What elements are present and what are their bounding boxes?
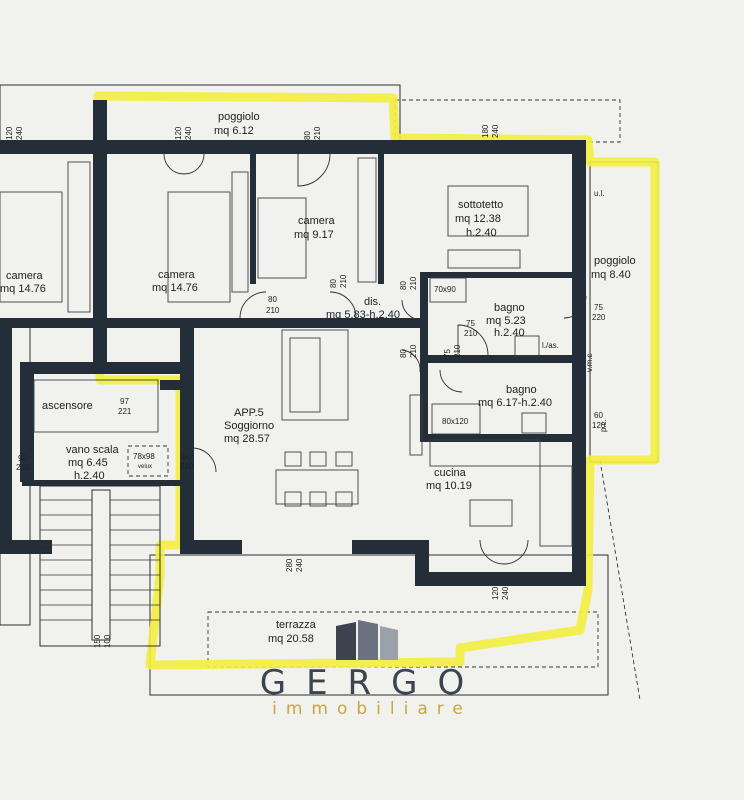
camera-mid-area: mq 14.76 — [152, 282, 198, 294]
sottotetto-height: h.2.40 — [466, 227, 497, 239]
door-swings — [163, 153, 587, 565]
dim-10: 97 — [120, 397, 129, 406]
dim-15b: 120 — [592, 421, 606, 430]
dim-11b: 210 — [409, 344, 418, 358]
dim-12b: 210 — [16, 463, 30, 472]
vano-scala-area: mq 6.45 — [68, 457, 108, 469]
vano-scala-height: h.2.40 — [74, 470, 105, 482]
camera-small-name: camera — [298, 215, 336, 227]
gergo-logo: GERGO immobiliare — [260, 620, 485, 719]
vano-scala-name: vano scala — [66, 444, 119, 456]
dim-1: 120 — [5, 126, 14, 140]
dim-5: 80 — [268, 295, 277, 304]
dim-14: 75 — [443, 349, 452, 358]
dim-4: 180 — [481, 124, 490, 138]
dim-8: 75 — [466, 319, 475, 328]
dim-18: 150 — [93, 634, 102, 648]
dim-15: 60 — [594, 411, 603, 420]
ascensore-name: ascensore — [42, 400, 93, 412]
ul-label: u.l. — [594, 189, 605, 198]
dim-3: 80 — [303, 131, 312, 140]
dim-18b: 100 — [103, 634, 112, 648]
velux-size: 78x98 — [133, 452, 155, 461]
poggiolo-right-name: poggiolo — [594, 255, 636, 267]
room-labels: poggiolo mq 6.12 camera mq 14.76 camera … — [0, 111, 636, 645]
bagno2-area: mq 6.17-h.2.40 — [478, 397, 552, 409]
poggiolo-top-name: poggiolo — [218, 111, 260, 123]
dis-area: mq 5.83-h.2.40 — [326, 309, 400, 321]
dis-name: dis. — [364, 296, 381, 308]
dim-17: 120 — [491, 586, 500, 600]
bagno1-area: mq 5.23 — [486, 315, 526, 327]
soggiorno-area: mq 28.57 — [224, 433, 270, 445]
soggiorno-line2: Soggiorno — [224, 420, 274, 432]
cucina-name: cucina — [434, 467, 467, 479]
dim-3b: 210 — [313, 126, 322, 140]
dim-4b: 240 — [491, 124, 500, 138]
dim-13: 90 — [182, 453, 191, 462]
dim-12: 90 — [18, 454, 27, 463]
cucina-area: mq 10.19 — [426, 480, 472, 492]
dim-7b: 210 — [409, 276, 418, 290]
poggiolo-top-area: mq 6.12 — [214, 125, 254, 137]
dim-16: 280 — [285, 558, 294, 572]
sottotetto-name: sottotetto — [458, 199, 503, 211]
dim-11: 80 — [399, 349, 408, 358]
shower-80x120: 80x120 — [442, 417, 469, 426]
pc-label: p.c. — [599, 419, 608, 432]
dim-1b: 240 — [15, 126, 24, 140]
sottotetto-area: mq 12.38 — [455, 213, 501, 225]
camera-left-name: camera — [6, 270, 44, 282]
dim-2b: 240 — [184, 126, 193, 140]
bagno1-height: h.2.40 — [494, 327, 525, 339]
walls — [0, 100, 586, 586]
shower-70x90: 70x90 — [434, 285, 456, 294]
dim-9b: 220 — [592, 313, 606, 322]
dim-17b: 240 — [501, 586, 510, 600]
logo-building-icon — [336, 620, 398, 660]
terrazza-name: terrazza — [276, 619, 317, 631]
dim-13b: 210 — [180, 462, 194, 471]
velux-label: velux — [138, 464, 152, 470]
logo-tagline: immobiliare — [272, 699, 472, 719]
camera-mid-name: camera — [158, 269, 196, 281]
staircase — [39, 485, 161, 647]
dim-7: 80 — [399, 281, 408, 290]
dim-6b: 210 — [339, 274, 348, 288]
dim-9: 75 — [594, 303, 603, 312]
terrazza-area: mq 20.58 — [268, 633, 314, 645]
dimension-labels: 120 240 120 240 80 210 180 240 80 210 80… — [5, 124, 606, 648]
furniture — [0, 157, 573, 547]
vmc-label: v.m.c — [585, 353, 594, 372]
dim-8b: 210 — [464, 329, 478, 338]
camera-small-area: mq 9.17 — [294, 229, 334, 241]
poggiolo-right-area: mq 8.40 — [591, 269, 631, 281]
logo-brand: GERGO — [260, 663, 485, 703]
las-label: l./as. — [542, 341, 559, 350]
dim-2: 120 — [174, 126, 183, 140]
dim-14b: 210 — [453, 344, 462, 358]
dim-10b: 221 — [118, 407, 132, 416]
dim-6: 80 — [329, 279, 338, 288]
dim-16b: 240 — [295, 558, 304, 572]
fixture-labels: u.l. v.m.c p.c. l./as. 70x90 80x120 78x9… — [133, 189, 608, 470]
dim-5b: 210 — [266, 306, 280, 315]
bagno1-name: bagno — [494, 302, 525, 314]
bagno2-name: bagno — [506, 384, 537, 396]
camera-left-area: mq 14.76 — [0, 283, 46, 295]
soggiorno-line1: APP.5 — [234, 407, 264, 419]
